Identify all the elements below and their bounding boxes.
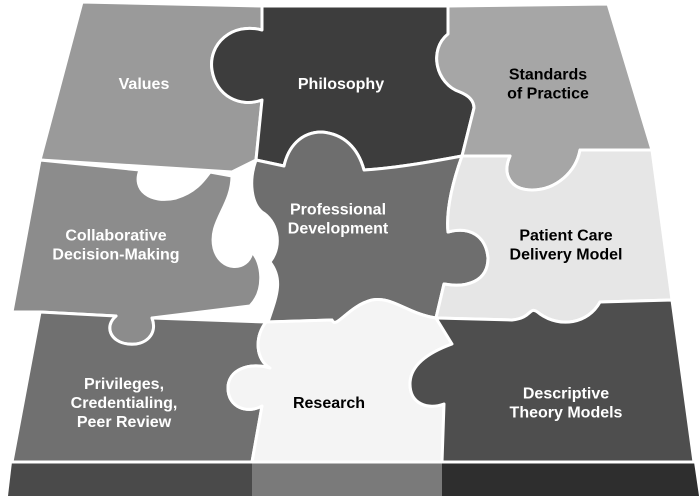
label-descriptive-theory-models-line-2: Theory Models xyxy=(510,405,623,422)
base-segment-right xyxy=(442,462,699,496)
piece-labels: Values Philosophy Standards of PracticeColl… xyxy=(52,67,622,432)
label-collaborative-decision-making-line-2: Decision-Making xyxy=(52,247,179,264)
label-values-line-1: Values xyxy=(119,76,170,93)
label-privileges-credentialing-peer-review-line-3: Peer Review xyxy=(77,414,172,431)
base-segment-middle xyxy=(252,462,442,496)
label-standards-of-practice: Standards of Practice xyxy=(507,67,589,103)
label-privileges-credentialing-peer-review-line-2: Credentialing, xyxy=(71,395,178,412)
puzzle-base xyxy=(8,462,699,496)
label-professional-development-line-2: Development xyxy=(288,221,389,238)
label-patient-care-delivery-model-line-2: Delivery Model xyxy=(510,247,623,264)
label-professional-development-line-1: Professional xyxy=(290,202,386,219)
label-values: Values xyxy=(119,76,170,93)
label-philosophy: Philosophy xyxy=(298,76,384,93)
label-philosophy-line-1: Philosophy xyxy=(298,76,384,93)
label-descriptive-theory-models-line-1: Descriptive xyxy=(523,386,609,403)
piece-descriptive-theory-models xyxy=(408,298,696,464)
label-research-line-1: Research xyxy=(293,395,365,412)
label-standards-of-practice-line-1: Standards xyxy=(509,67,587,84)
label-standards-of-practice-line-2: of Practice xyxy=(507,86,589,103)
label-collaborative-decision-making-line-1: Collaborative xyxy=(65,228,166,245)
label-privileges-credentialing-peer-review: Privileges, Credentialing, Peer Review xyxy=(71,376,178,431)
label-patient-care-delivery-model-line-1: Patient Care xyxy=(519,228,612,245)
label-privileges-credentialing-peer-review-line-1: Privileges, xyxy=(84,376,164,393)
label-research: Research xyxy=(293,395,365,412)
base-segment-left xyxy=(8,462,252,496)
